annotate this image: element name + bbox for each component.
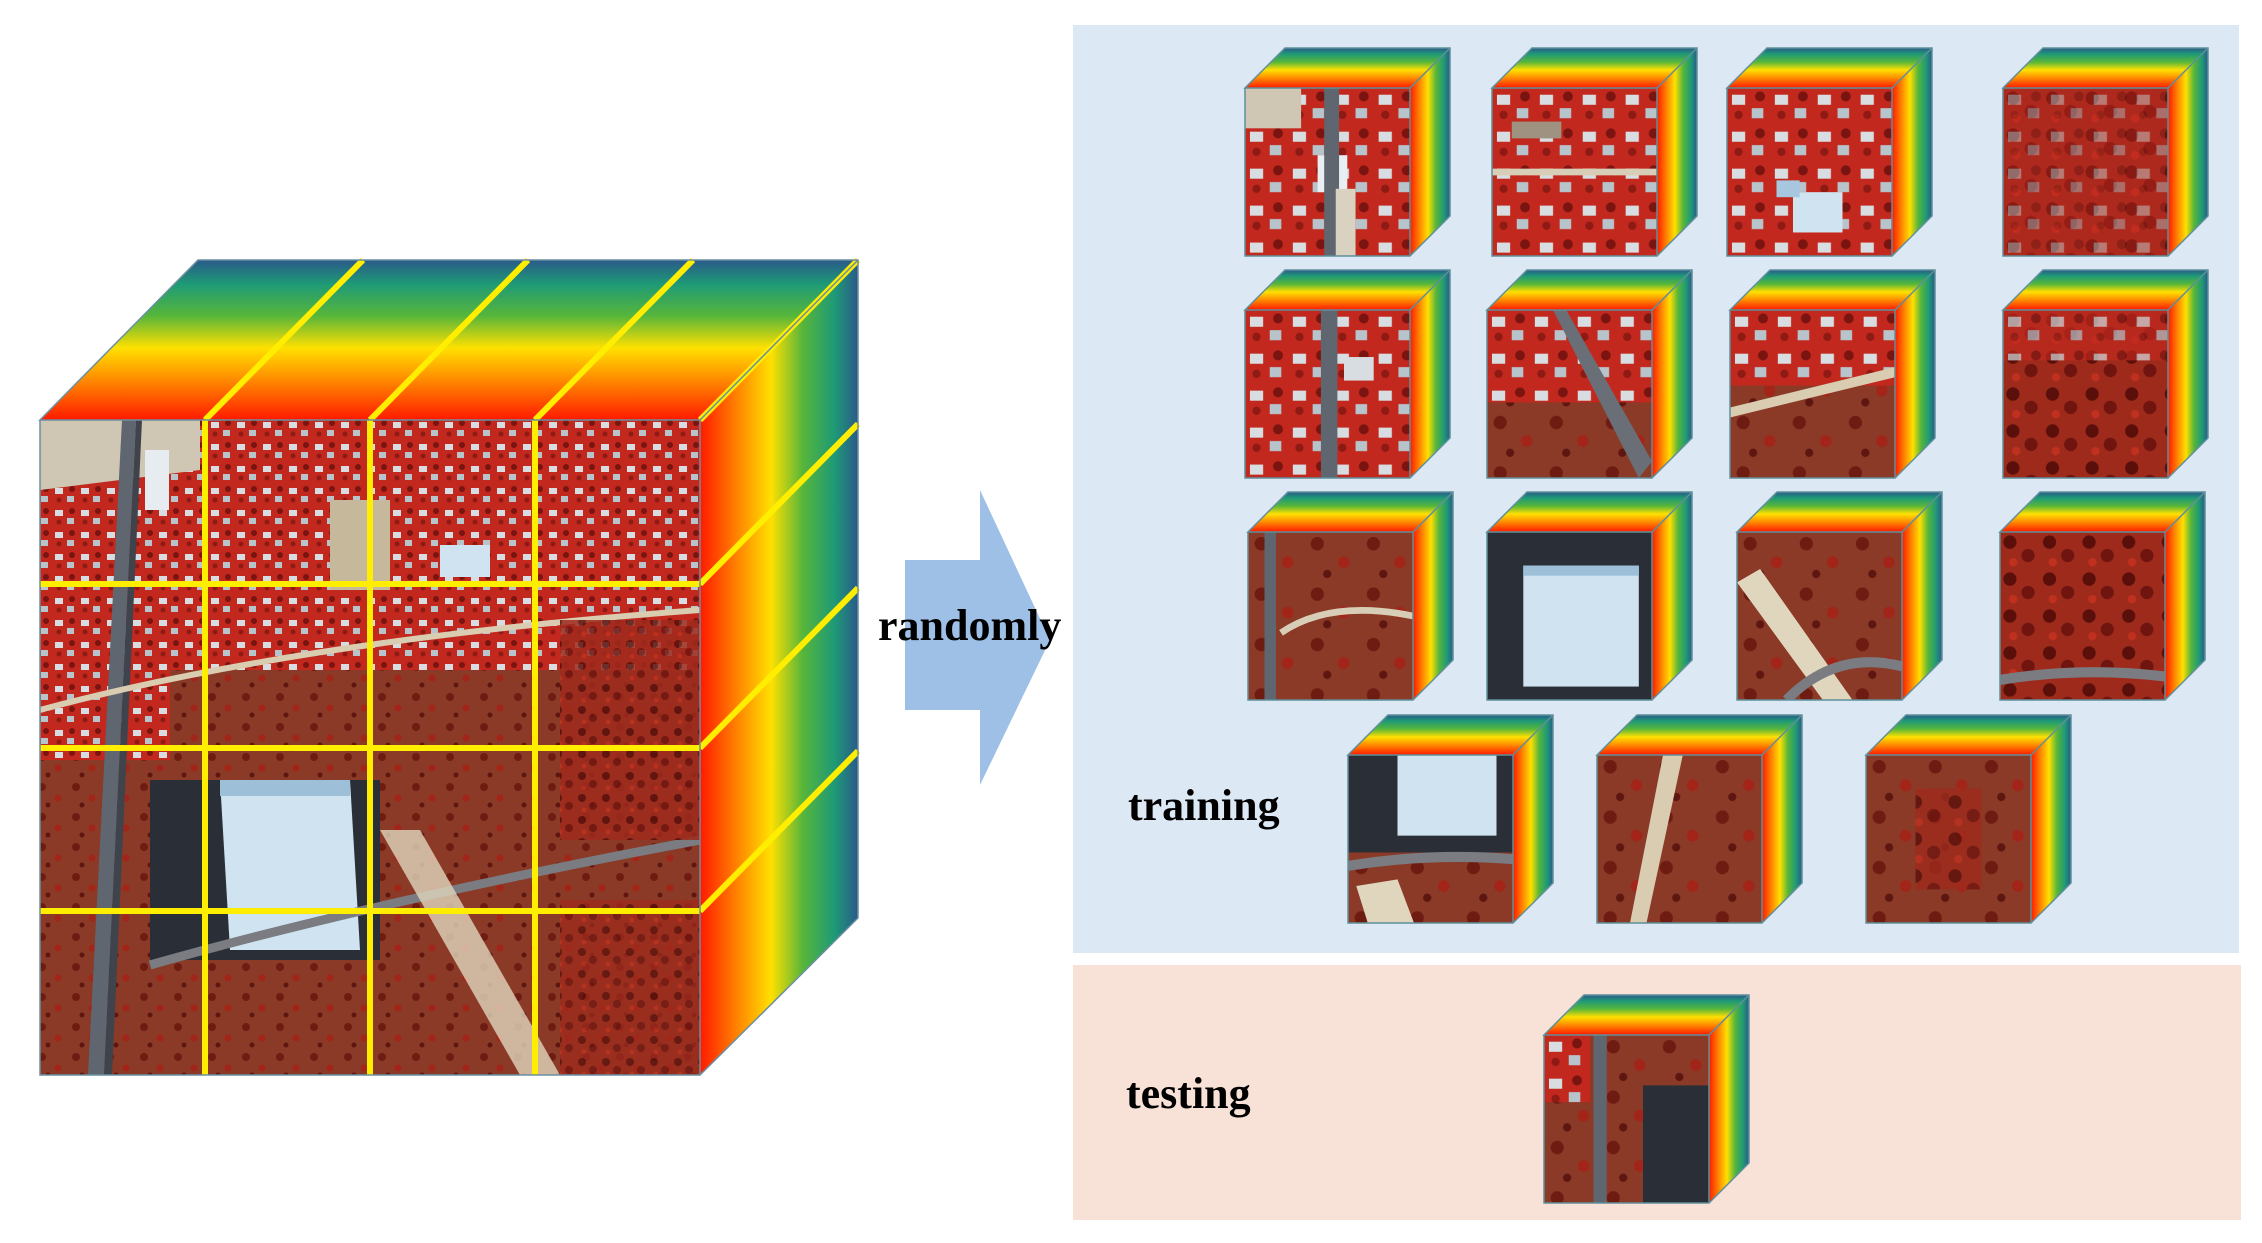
training-patch-cube xyxy=(1243,47,1451,257)
patch-top-face xyxy=(1245,48,1450,88)
patch-outline xyxy=(1485,269,1693,479)
patch-front-image xyxy=(2003,88,2168,256)
training-label: training xyxy=(1128,781,1280,830)
patch-outline xyxy=(1490,47,1698,257)
randomly-label: randomly xyxy=(878,601,1062,650)
patch-top-face xyxy=(1866,715,2071,755)
patch-outline xyxy=(1864,714,2072,924)
patch-side-face xyxy=(1657,48,1697,256)
patch-top-face xyxy=(1730,270,1935,310)
patch-front-image xyxy=(1245,88,1410,256)
patch-top-face xyxy=(1245,270,1450,310)
training-patch-cube xyxy=(1246,491,1454,701)
patch-front-image xyxy=(1245,310,1410,478)
patch-top-face xyxy=(1597,715,1802,755)
patch-top-face xyxy=(2003,48,2208,88)
cube-outline xyxy=(38,259,859,1076)
patch-side-face xyxy=(1513,715,1553,923)
testing-patch-cube xyxy=(1542,994,1750,1204)
patch-outline xyxy=(1485,491,1693,701)
patch-outline xyxy=(1595,714,1803,924)
training-patch-cube xyxy=(1485,269,1693,479)
patch-front-image xyxy=(1487,532,1652,700)
patch-front-image xyxy=(1597,755,1762,923)
training-patch-cube xyxy=(1243,269,1451,479)
hyperspectral-data-cube xyxy=(38,257,861,1076)
patch-outline xyxy=(1246,491,1454,701)
patch-side-face xyxy=(1652,270,1692,478)
patch-front-image xyxy=(1730,310,1895,478)
patch-side-face xyxy=(1895,270,1935,478)
patch-outline xyxy=(1725,47,1933,257)
patch-top-face xyxy=(1737,492,1942,532)
patch-top-face xyxy=(1487,270,1692,310)
training-patch-cube xyxy=(1346,714,1554,924)
patch-side-face xyxy=(2031,715,2071,923)
patch-outline xyxy=(2001,269,2209,479)
patch-side-face xyxy=(2168,48,2208,256)
patch-front-image xyxy=(1487,310,1652,478)
patch-outline xyxy=(1243,47,1451,257)
patch-top-face xyxy=(1492,48,1697,88)
testing-label: testing xyxy=(1126,1069,1251,1118)
patch-side-face xyxy=(1762,715,1802,923)
right-arrow xyxy=(905,490,1050,785)
patch-front-image xyxy=(1348,755,1513,923)
patch-outline xyxy=(1243,269,1451,479)
patch-outline xyxy=(2001,47,2209,257)
patch-top-face xyxy=(1487,492,1692,532)
patch-outline xyxy=(1346,714,1554,924)
patch-top-face xyxy=(1248,492,1453,532)
patch-side-face xyxy=(1652,492,1692,700)
patch-front-image xyxy=(1866,755,2031,923)
training-patch-cube xyxy=(1728,269,1936,479)
patch-outline xyxy=(1735,491,1943,701)
patch-top-face xyxy=(1544,995,1749,1035)
patch-top-face xyxy=(2003,270,2208,310)
training-patch-cube xyxy=(2001,47,2209,257)
patch-side-face xyxy=(2168,270,2208,478)
patch-front-image xyxy=(1248,532,1413,700)
patch-cubes xyxy=(1243,47,2209,1204)
training-patch-cube xyxy=(1485,491,1693,701)
patch-front-image xyxy=(2003,310,2168,478)
training-patch-cube xyxy=(1998,491,2206,701)
training-patch-cube xyxy=(1725,47,1933,257)
patch-front-image xyxy=(1544,1035,1709,1203)
patch-side-face xyxy=(1413,492,1453,700)
patch-outline xyxy=(1728,269,1936,479)
patch-side-face xyxy=(1892,48,1932,256)
training-patch-cube xyxy=(1864,714,2072,924)
patch-side-face xyxy=(1410,270,1450,478)
training-patch-cube xyxy=(1595,714,1803,924)
training-patch-cube xyxy=(1490,47,1698,257)
patch-front-image xyxy=(1492,88,1657,256)
patch-outline xyxy=(1542,994,1750,1204)
patch-top-face xyxy=(1348,715,1553,755)
patch-side-face xyxy=(1410,48,1450,256)
patch-front-image xyxy=(1727,88,1892,256)
patch-side-face xyxy=(1902,492,1942,700)
training-patch-cube xyxy=(1735,491,1943,701)
patch-top-face xyxy=(2000,492,2205,532)
patch-side-face xyxy=(1709,995,1749,1203)
patch-front-image xyxy=(1737,532,1902,700)
patch-top-face xyxy=(1727,48,1932,88)
patch-outline xyxy=(1998,491,2206,701)
patch-front-image xyxy=(2000,532,2165,700)
patch-side-face xyxy=(2165,492,2205,700)
training-patch-cube xyxy=(2001,269,2209,479)
